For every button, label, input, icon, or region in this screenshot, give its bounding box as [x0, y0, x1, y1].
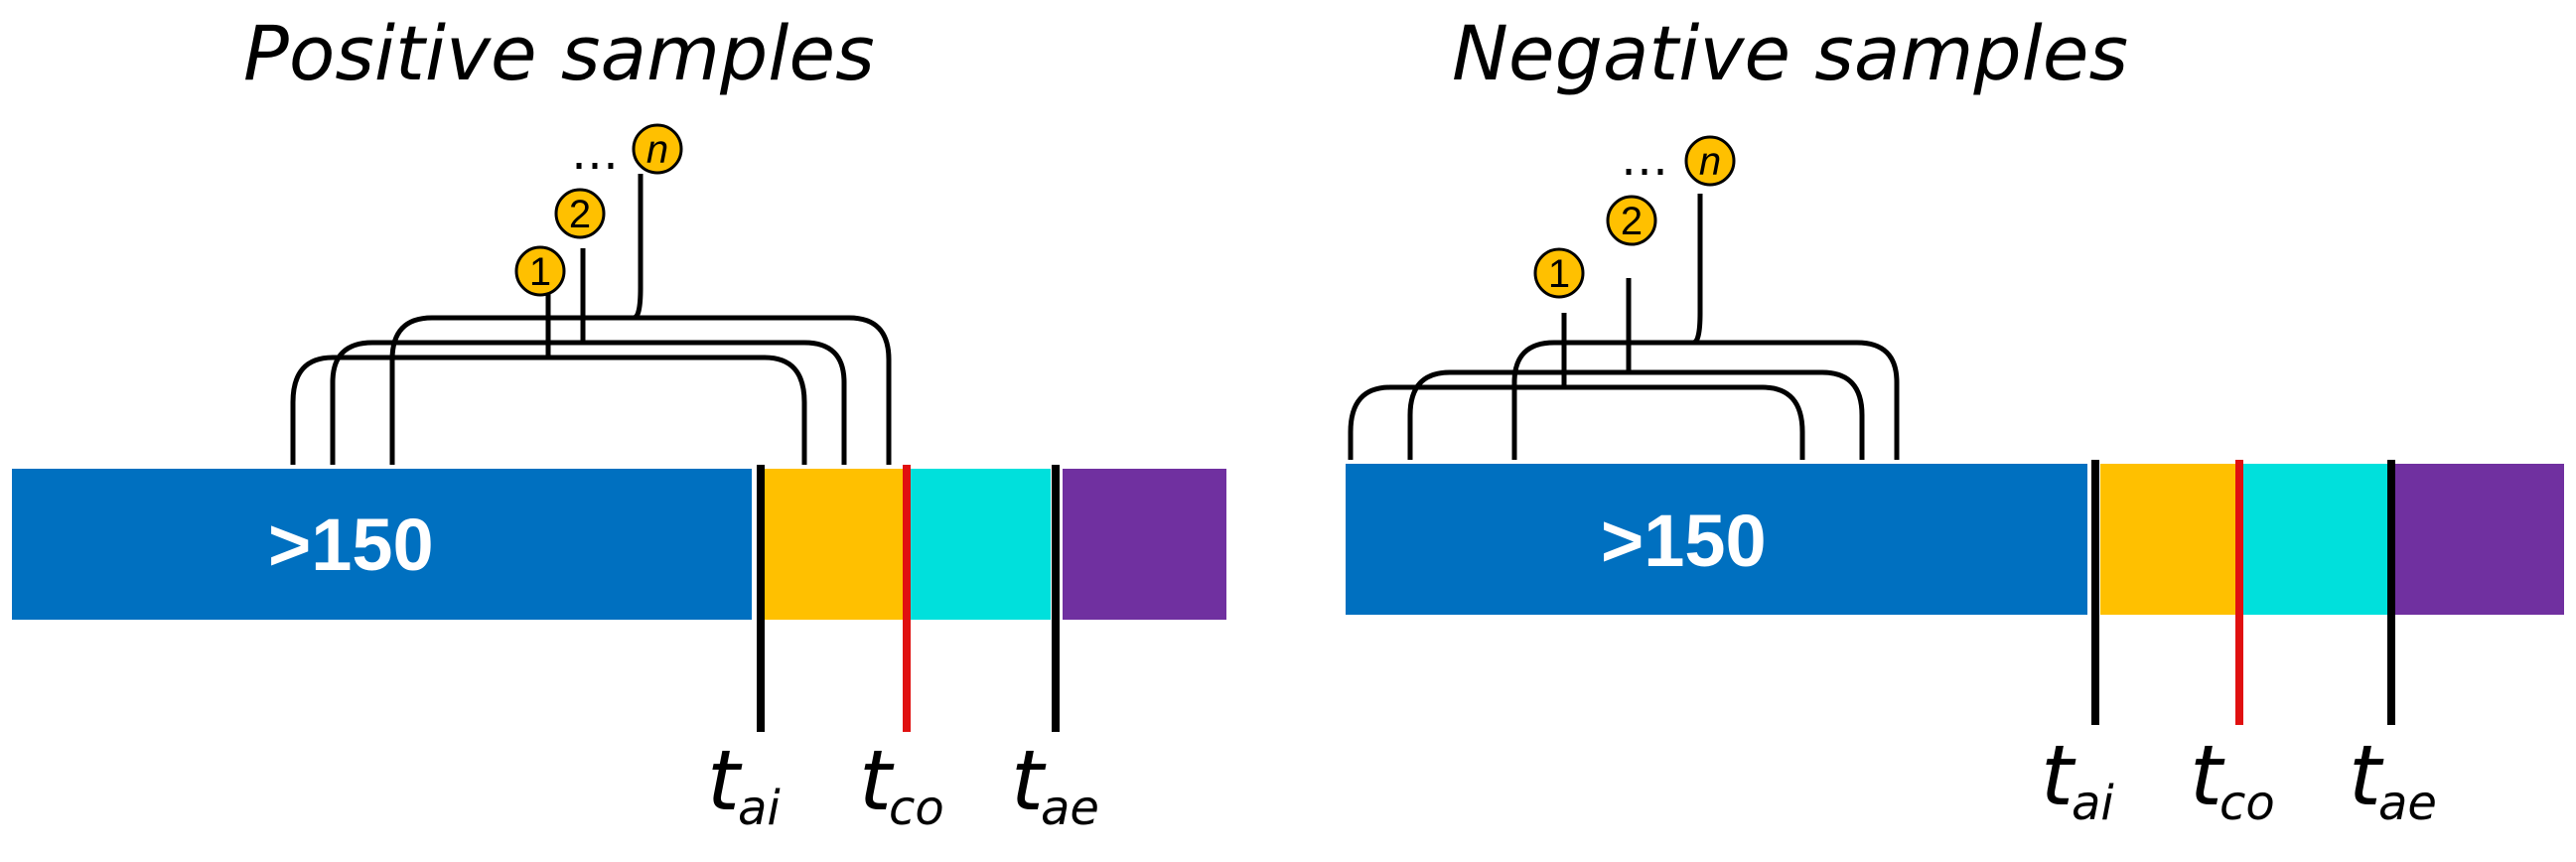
sample-window-2-bracket: [1407, 369, 1865, 460]
segment-before-onset: [12, 469, 752, 620]
sample-window-n-stem: [633, 174, 644, 321]
segment-after-end: [1063, 469, 1226, 620]
svg-text:t: t: [2349, 727, 2384, 824]
sample-window-n-bracket: [1511, 340, 1900, 460]
marker-label-t-co: t co: [859, 732, 944, 836]
sample-n-marker: n: [1684, 135, 1736, 187]
segment-after-end: [2393, 464, 2564, 615]
svg-text:ai: ai: [738, 781, 781, 836]
svg-text:ae: ae: [2378, 776, 2437, 831]
segment-ai-to-co: [2100, 464, 2239, 615]
marker-label-t-ae: t ae: [2349, 727, 2437, 831]
sample-window-1-bracket: [290, 355, 807, 465]
sample-n-label: n: [1699, 140, 1721, 184]
panel-title: Negative samples: [1452, 9, 2128, 97]
sample-1-marker: 1: [1533, 247, 1585, 299]
panel-title: Positive samples: [243, 9, 875, 97]
segment-before-onset: [1346, 464, 2087, 615]
svg-text:ai: ai: [2072, 776, 2114, 831]
timeline-bar: >150: [1346, 464, 2564, 615]
svg-text:t: t: [2041, 727, 2076, 824]
sample-1-label: 1: [529, 250, 551, 294]
bar-label: >150: [1601, 500, 1767, 582]
sample-1-marker: 1: [514, 245, 566, 297]
sample-n-marker: n: [632, 123, 683, 175]
ellipsis: …: [571, 125, 619, 181]
sample-window-n-bracket: [389, 315, 892, 465]
svg-text:t: t: [707, 732, 743, 829]
marker-label-t-ae: t ae: [1011, 732, 1099, 836]
segment-co-to-ae: [907, 469, 1051, 620]
svg-text:t: t: [859, 732, 895, 829]
marker-label-t-ai: t ai: [707, 732, 781, 836]
panel-positive: Positive samples >150 t ai t co t ae: [12, 9, 1226, 836]
timeline-bar: >150: [12, 469, 1226, 620]
svg-text:t: t: [2190, 727, 2225, 824]
segment-ai-to-co: [763, 469, 907, 620]
sample-2-label: 2: [1621, 200, 1643, 243]
ellipsis: …: [1621, 131, 1668, 187]
svg-text:t: t: [1011, 732, 1047, 829]
svg-text:co: co: [2219, 776, 2275, 831]
sample-2-marker: 2: [554, 188, 606, 239]
sample-window-n-stem: [1692, 194, 1703, 346]
panel-negative: Negative samples >150 t ai t co t ae: [1346, 9, 2564, 831]
sample-window-1-bracket: [1348, 384, 1805, 460]
bar-label: >150: [268, 503, 434, 586]
sample-window-2-bracket: [330, 340, 847, 465]
marker-label-t-co: t co: [2190, 727, 2275, 831]
svg-text:co: co: [889, 781, 944, 836]
svg-text:ae: ae: [1041, 781, 1099, 836]
sample-2-marker: 2: [1606, 195, 1657, 246]
sample-1-label: 1: [1548, 252, 1570, 296]
sample-n-label: n: [646, 128, 668, 172]
marker-label-t-ai: t ai: [2041, 727, 2114, 831]
segment-co-to-ae: [2239, 464, 2388, 615]
sample-2-label: 2: [569, 193, 591, 236]
